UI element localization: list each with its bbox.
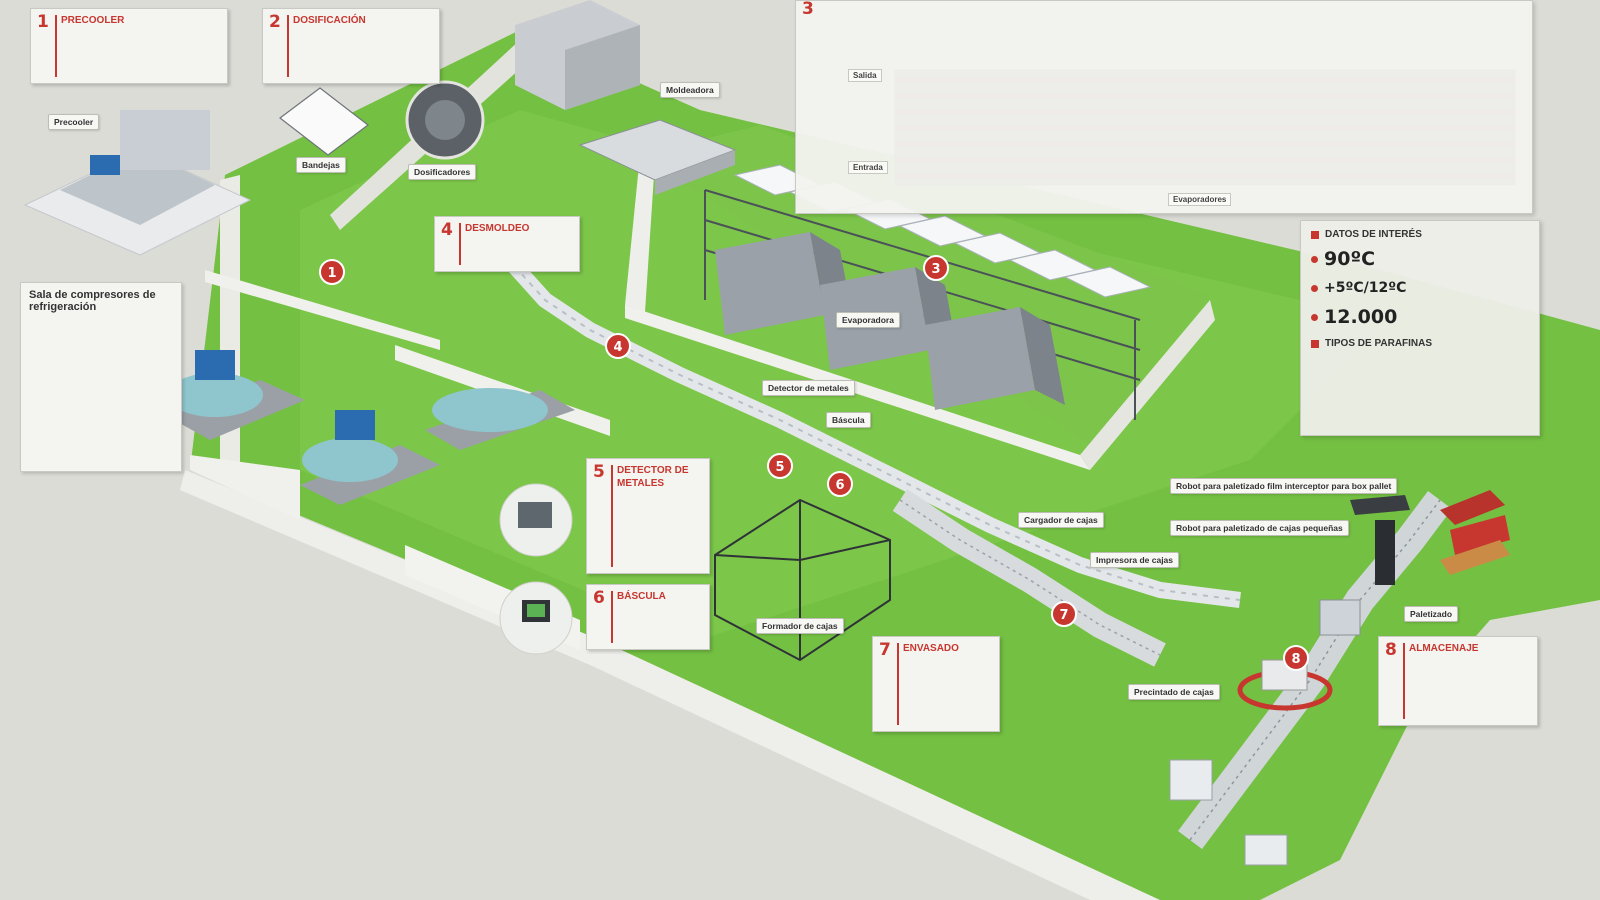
callout-number: 7: [879, 640, 891, 660]
pin-3: 3: [923, 255, 949, 281]
box-conveyor: [892, 489, 1166, 667]
fact-row: 90ºC: [1311, 248, 1529, 270]
label-moldeadora: Moldeadora: [660, 82, 720, 98]
fact-value: +5ºC/12ºC: [1324, 280, 1407, 296]
callout-title: Báscula: [617, 591, 666, 602]
fact-value: 12.000: [1324, 306, 1398, 328]
wrapper-ring: [1237, 659, 1333, 711]
label-impresora: Impresora de cajas: [1090, 552, 1180, 568]
stored-pallets: [1169, 759, 1288, 866]
compressor-room-wall: [205, 270, 440, 350]
pin-5-label: 5: [775, 460, 784, 475]
label-evaporadores: Evaporadores: [1168, 193, 1232, 206]
main-conveyor: [494, 244, 1241, 608]
label-detector: Detector de metales: [762, 380, 855, 396]
label-precooler: Precooler: [48, 114, 100, 130]
robot-cage: [714, 498, 891, 662]
key-facts-panel: Datos de interés 90ºC +5ºC/12ºC 12.000 T…: [1300, 220, 1540, 436]
callout-dosificacion: 2 Dosificación: [262, 8, 440, 84]
callout-title: Envasado: [903, 643, 959, 654]
fact-row: +5ºC/12ºC: [1311, 280, 1529, 296]
cold-room-wall-right: [1080, 300, 1215, 470]
label-cargador: Cargador de cajas: [1018, 512, 1104, 528]
callout-number: 5: [593, 462, 605, 482]
callout-detector-metales: 5 Detector de metales: [586, 458, 710, 574]
pin-4: 4: [605, 333, 631, 359]
callout-envasado: 7 Envasado: [872, 636, 1000, 732]
moldeadora-machine: [515, 0, 640, 110]
label-paletizado: Paletizado: [1404, 606, 1459, 622]
callout-almacenaje: 8 Almacenaje: [1378, 636, 1538, 726]
tray-conveyor: [578, 119, 737, 195]
pin-7: 7: [1051, 601, 1077, 627]
callout-bascula: 6 Báscula: [586, 584, 710, 650]
compressor-room-title: Sala de compresores de refrigeración: [29, 289, 156, 313]
label-evaporadora: Evaporadora: [836, 312, 900, 328]
label-bandejas: Bandejas: [296, 157, 346, 173]
label-robot-cajas: Robot para paletizado de cajas pequeñas: [1170, 520, 1349, 536]
callout-title: Almacenaje: [1409, 643, 1479, 654]
label-salida: Salida: [848, 69, 882, 82]
key-facts-title: Datos de interés: [1325, 229, 1422, 240]
callout-title: Dosificación: [293, 15, 366, 26]
pin-7-label: 7: [1059, 608, 1068, 623]
cold-room-wall-front: [625, 305, 1090, 470]
precooler-machine: [23, 110, 252, 256]
fact-row: 12.000: [1311, 306, 1529, 328]
callout-number: 4: [441, 220, 453, 240]
red-pallets: [1440, 490, 1510, 575]
callout-number: 2: [269, 12, 281, 32]
bandejas-icon: [279, 87, 369, 156]
cold-room-wall-left: [625, 155, 655, 312]
compressor-room-note: Sala de compresores de refrigeración: [20, 282, 182, 472]
paraffin-types-title: Tipos de parafinas: [1325, 338, 1433, 349]
callout-precooler: 1 Precooler: [30, 8, 228, 84]
callout-number: 1: [37, 12, 49, 32]
paraffin-types-header: Tipos de parafinas: [1311, 338, 1529, 349]
callout-number: 3: [802, 0, 814, 19]
callout-number: 6: [593, 588, 605, 608]
callout-title: Detector de metales: [617, 465, 689, 489]
pin-1: 1: [319, 259, 345, 285]
control-computer: [499, 581, 573, 655]
label-robot-pallet: Robot para paletizado film interceptor p…: [1170, 478, 1398, 494]
label-entrada: Entrada: [848, 161, 888, 174]
compressor-room-wall-3: [190, 455, 300, 520]
pin-6-label: 6: [835, 478, 844, 493]
callout-desmoldeo: 4 Desmoldeo: [434, 216, 580, 272]
compressor-3: [425, 388, 575, 450]
compressor-2: [300, 410, 440, 505]
pin-1-label: 1: [327, 266, 336, 281]
pin-4-label: 4: [613, 340, 622, 355]
pin-8: 8: [1283, 645, 1309, 671]
weighing-terminal: [499, 483, 573, 557]
pin-3-label: 3: [931, 262, 940, 277]
palletizing-robot: [1319, 495, 1410, 636]
compressor-1: [165, 350, 305, 440]
dosificadores-photo: [405, 80, 485, 160]
pin-5: 5: [767, 453, 793, 479]
label-precintado: Precintado de cajas: [1128, 684, 1220, 700]
key-facts-header: Datos de interés: [1311, 229, 1529, 240]
label-dosificadores: Dosificadores: [408, 164, 477, 180]
pin-8-label: 8: [1291, 652, 1300, 667]
label-formador: Formador de cajas: [756, 618, 844, 634]
fact-value: 90ºC: [1324, 248, 1376, 270]
callout-number: 8: [1385, 640, 1397, 660]
label-bascula: Báscula: [826, 412, 871, 428]
pin-6: 6: [827, 471, 853, 497]
pallet-conveyor: [1178, 491, 1452, 849]
callout-title: Precooler: [61, 15, 125, 26]
callout-title: Desmoldeo: [465, 223, 530, 234]
shelf-system-panel: 3 Salida Entrada Evaporadores: [795, 0, 1533, 214]
